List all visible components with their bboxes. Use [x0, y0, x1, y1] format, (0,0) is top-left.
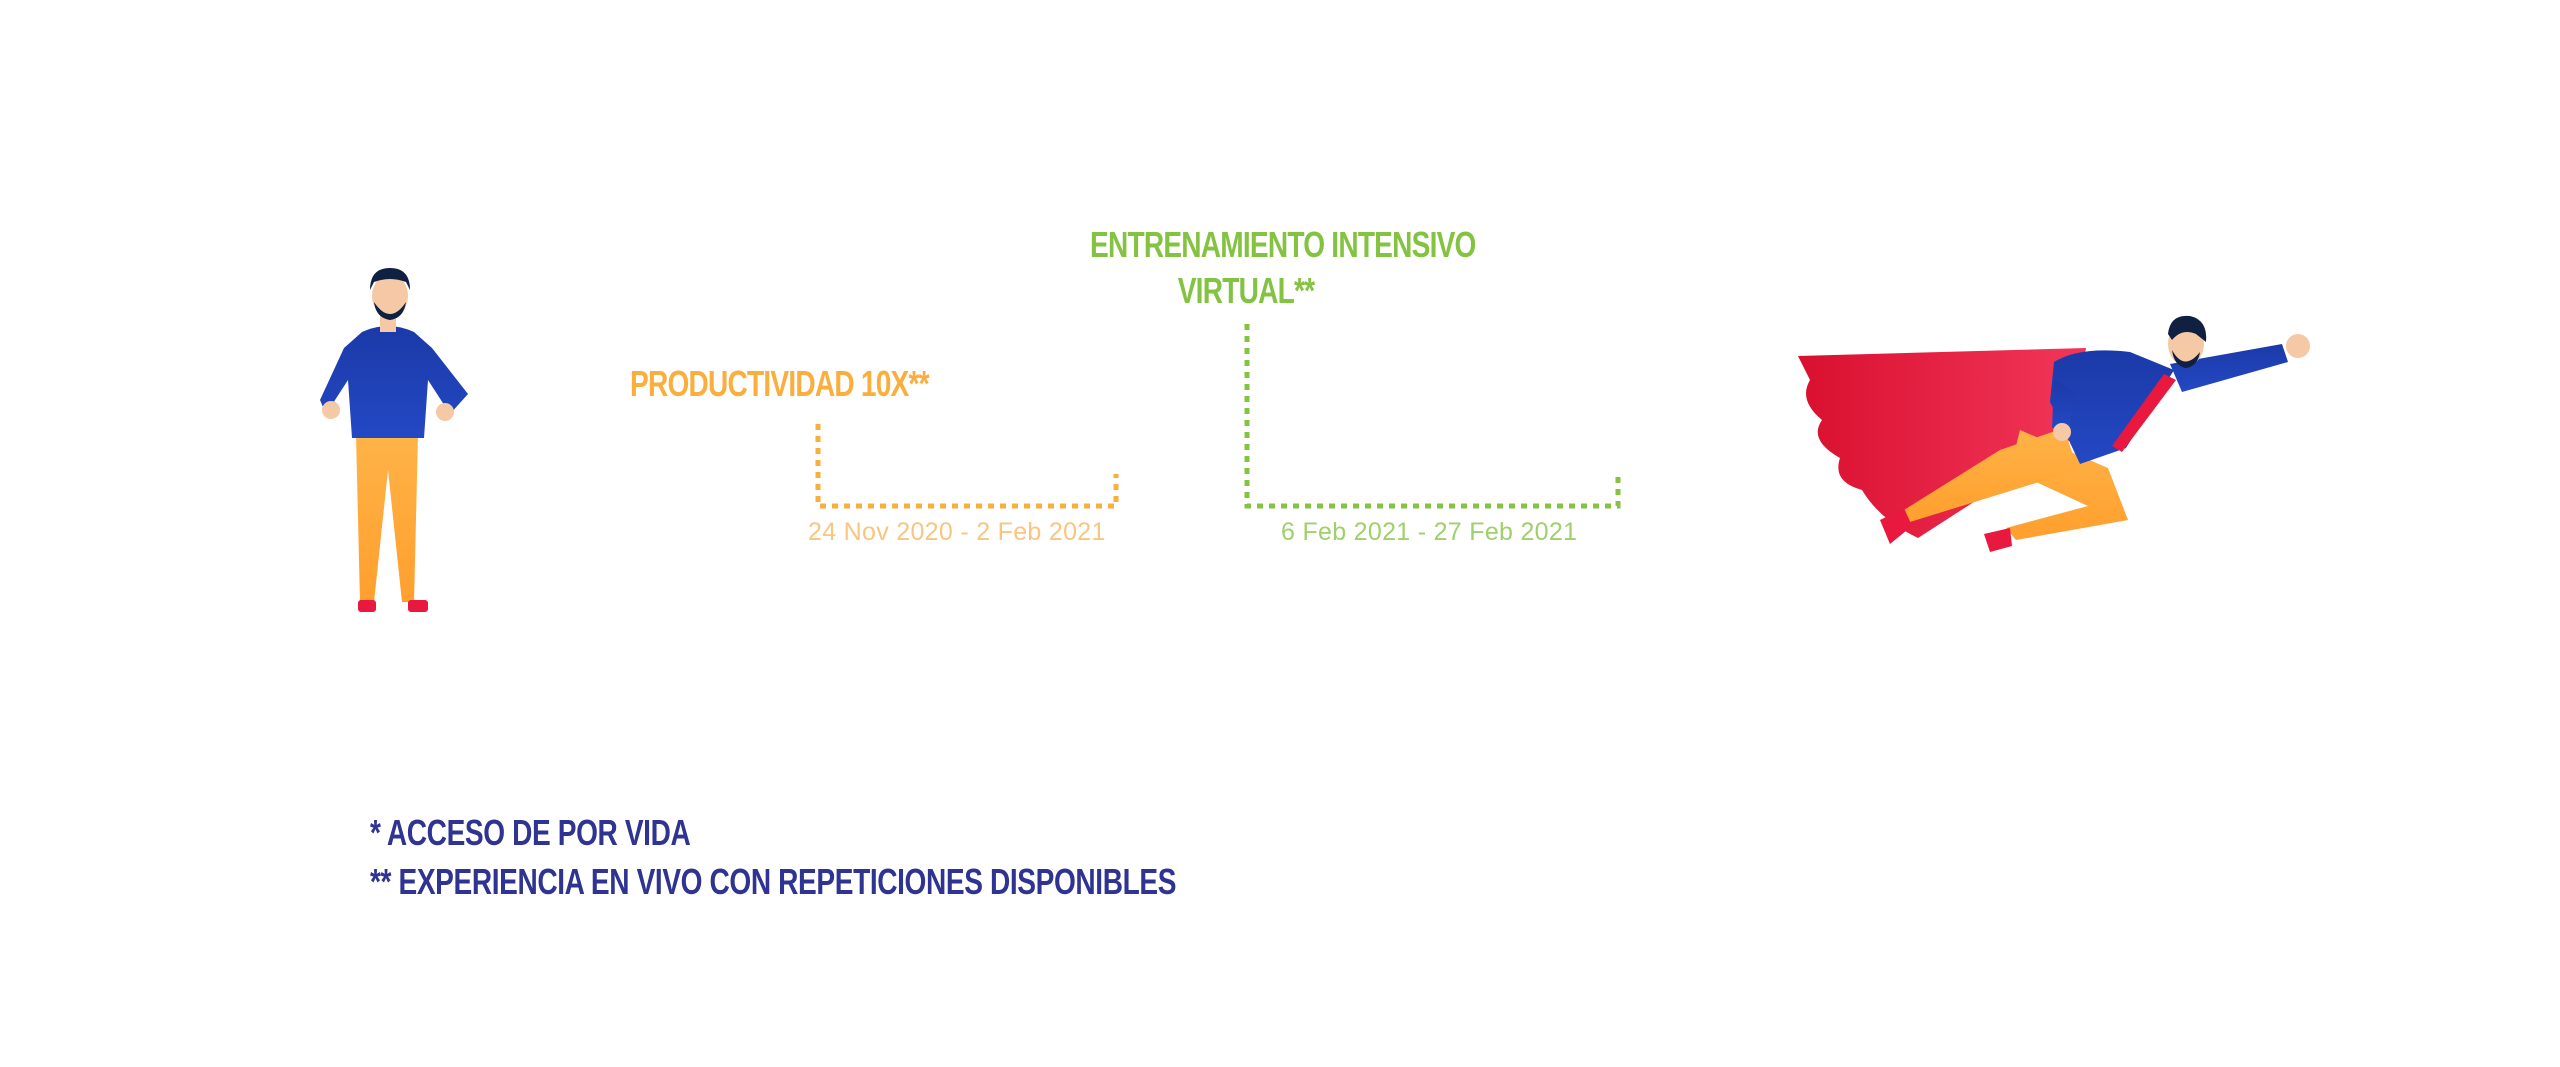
productividad-bracket	[815, 424, 1119, 509]
stage-dates-productividad: 24 Nov 2020 - 2 Feb 2021	[808, 518, 1106, 546]
stage-title-line: ENTRENAMIENTO INTENSIVO	[1090, 224, 1476, 265]
standing-man-icon	[320, 268, 468, 612]
stage-title-productividad: PRODUCTIVIDAD 10X**	[630, 361, 942, 407]
stage-title-entrenamiento: ENTRENAMIENTO INTENSIVO VIRTUAL**	[1090, 222, 1476, 314]
flying-superhero-icon	[1798, 315, 2310, 552]
stage-title-line: PRODUCTIVIDAD 10X**	[630, 363, 930, 404]
footnote-lifetime-access: * ACCESO DE POR VIDA	[370, 812, 691, 853]
stage-dates-entrenamiento: 6 Feb 2021 - 27 Feb 2021	[1281, 518, 1578, 546]
stage-title-line: VIRTUAL**	[1177, 270, 1315, 311]
footnote-live-experience: ** EXPERIENCIA EN VIVO CON REPETICIONES …	[370, 861, 1177, 902]
entrenamiento-bracket	[1244, 324, 1621, 509]
